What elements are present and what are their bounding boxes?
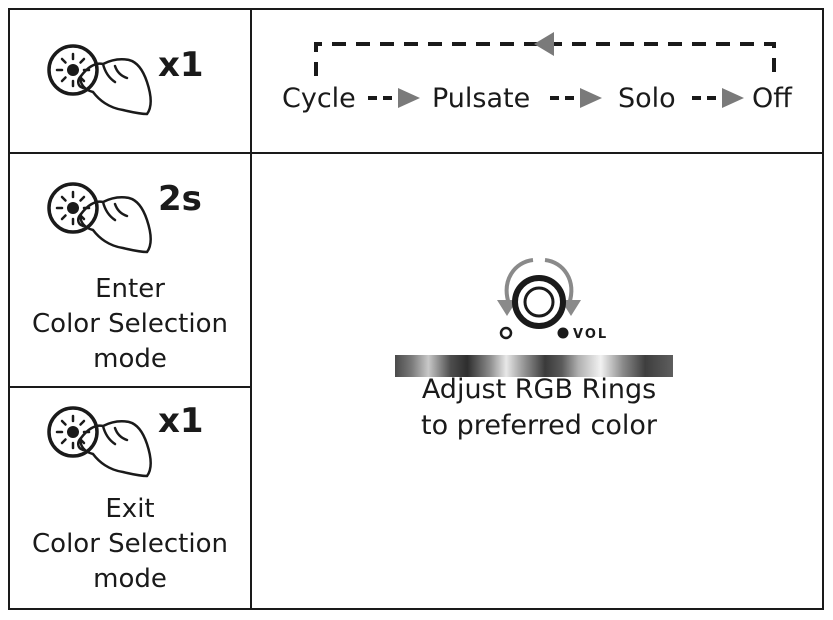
- instruction-table: x1 Cycle Pulsate Solo Off: [8, 8, 824, 610]
- rgb-adjust-caption: Adjust RGB Rings to preferred color: [420, 374, 657, 441]
- light-button-press-icon: [43, 402, 173, 492]
- rgb-adjust-cell: VOL: [252, 154, 826, 610]
- row-divider: [10, 386, 250, 388]
- mode-cycle: Cycle: [282, 83, 356, 114]
- column-divider: [250, 10, 252, 608]
- forward-arrow-icon: [368, 88, 420, 108]
- mode-solo: Solo: [618, 83, 676, 114]
- volume-knob-icon: VOL: [497, 258, 608, 342]
- forward-arrow-icon: [550, 88, 602, 108]
- light-button-press-icon: [43, 178, 173, 268]
- cycle-return-path: [314, 32, 776, 108]
- return-arrow-icon: [534, 32, 554, 56]
- row-divider: [10, 152, 822, 154]
- knob-label: VOL: [573, 327, 608, 342]
- press-cell-hold: 2s Enter Color Selection mode: [10, 154, 250, 386]
- mode-pulsate: Pulsate: [432, 83, 531, 114]
- light-button-press-icon: [43, 40, 173, 130]
- exit-mode-caption: Exit Color Selection mode: [32, 494, 228, 594]
- press-cell-exit: x1 Exit Color Selection mode: [10, 388, 250, 610]
- rgb-color-bar: [395, 355, 673, 377]
- enter-mode-caption: Enter Color Selection mode: [32, 274, 228, 374]
- mode-cycle-diagram: Cycle Pulsate Solo Off: [252, 10, 826, 152]
- press-count: x1: [158, 45, 204, 85]
- press-duration: 2s: [158, 179, 202, 219]
- press-cell-single: x1: [10, 10, 250, 152]
- mode-off: Off: [752, 83, 792, 114]
- forward-arrow-icon: [692, 88, 744, 108]
- press-count: x1: [158, 401, 204, 441]
